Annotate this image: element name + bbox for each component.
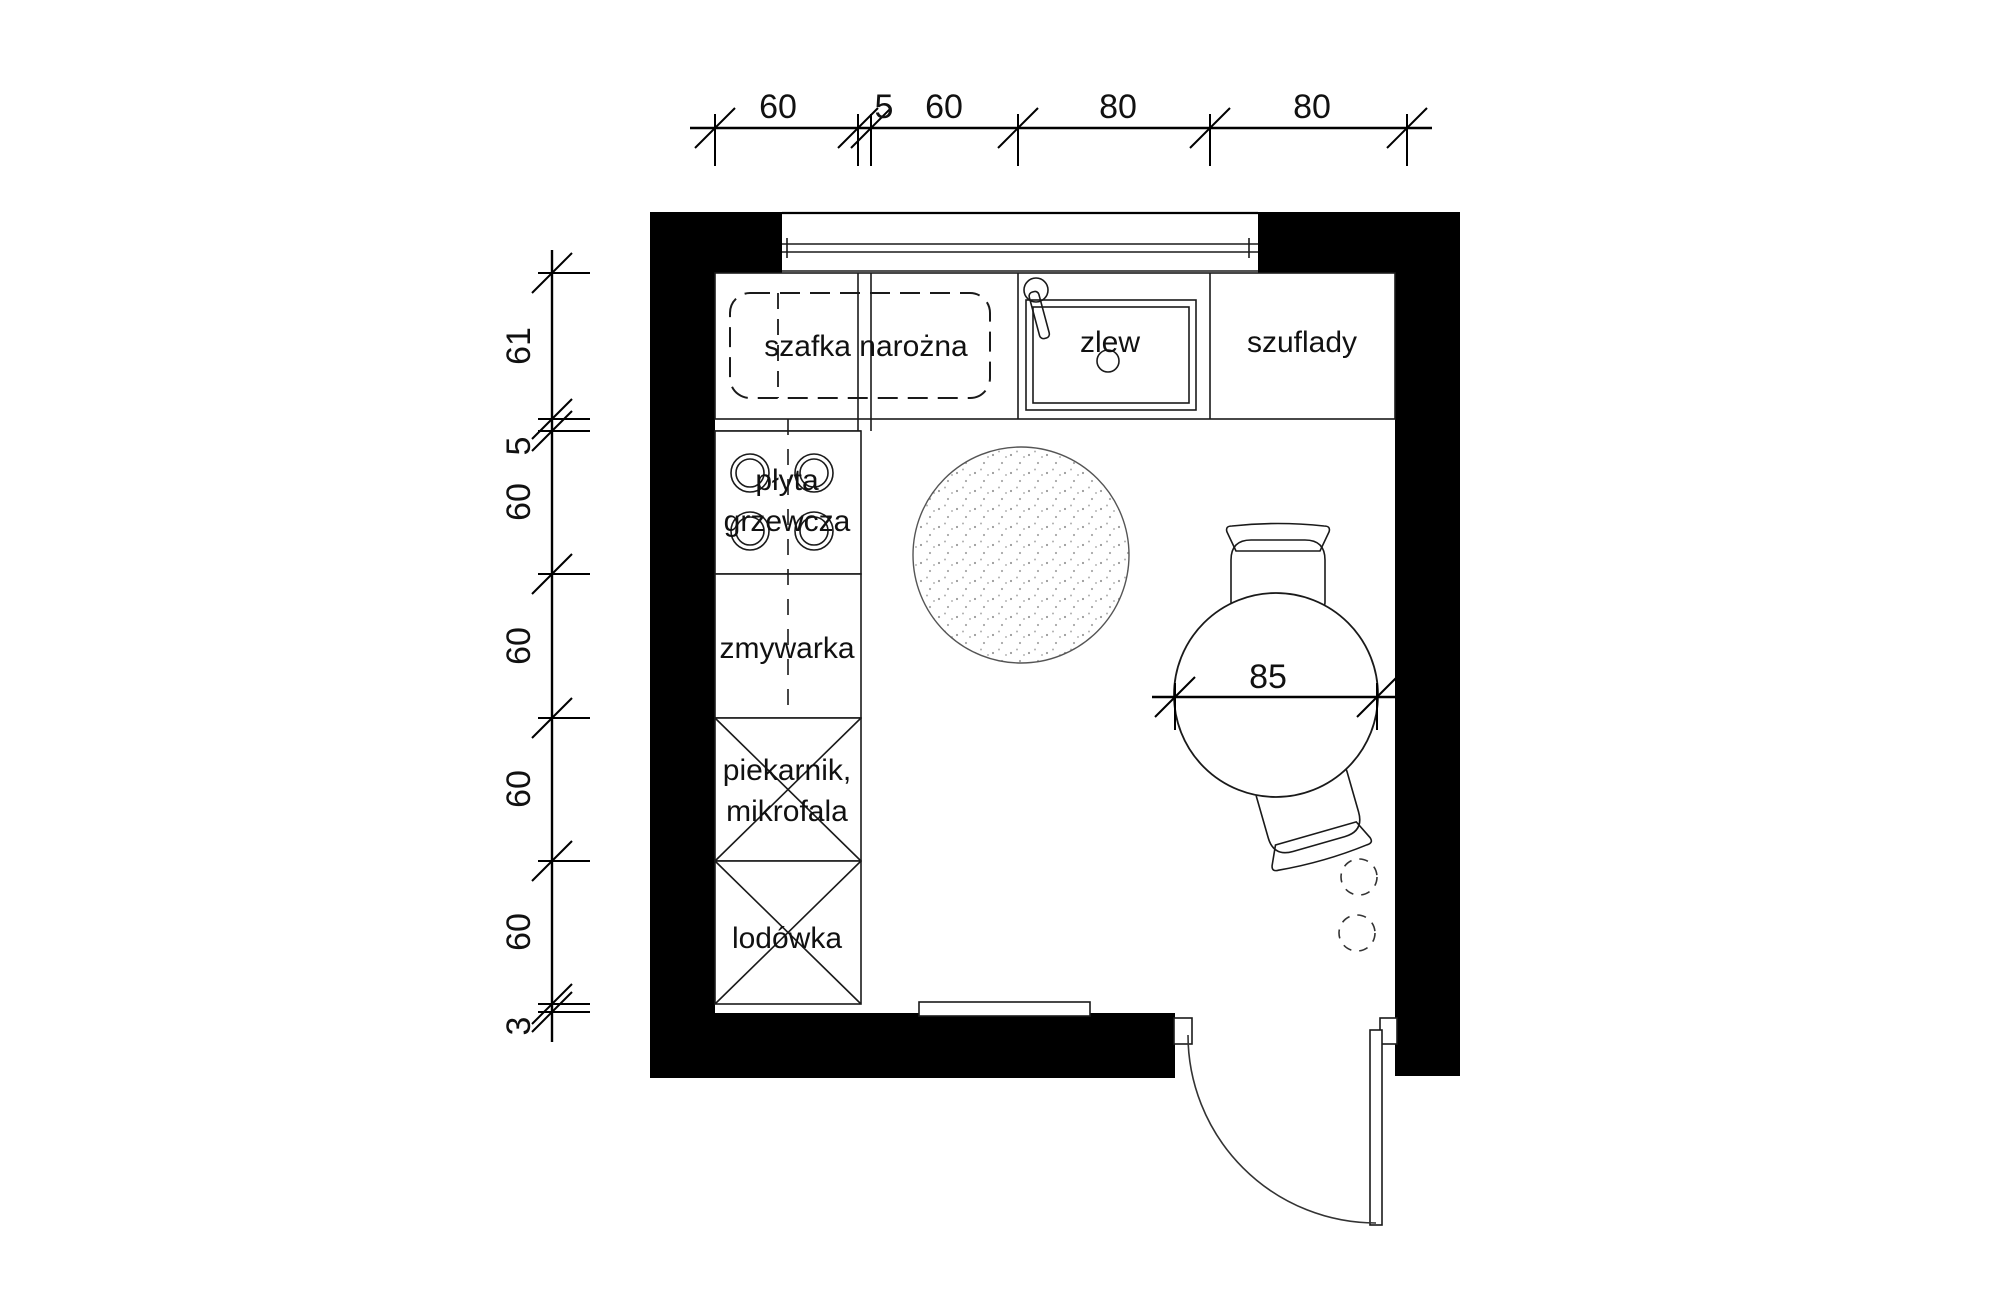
- wall-top-left-block: [650, 212, 782, 273]
- dim-label-top-1: 60: [759, 88, 797, 126]
- dishwasher-label: zmywarka: [719, 632, 854, 665]
- rug: [912, 446, 1130, 664]
- dim-table: 85: [1152, 658, 1398, 730]
- wall-right: [1395, 212, 1460, 1076]
- hob-label-line1: płyta: [755, 464, 819, 497]
- fridge-cross-line: [714, 860, 862, 1005]
- dim-label-table: 85: [1249, 658, 1287, 696]
- dim-tick: [531, 697, 590, 739]
- door-swing-arc: [1187, 1034, 1377, 1224]
- stool-dashed-circle: [1340, 858, 1378, 896]
- hob-burner-icon: [735, 516, 765, 546]
- corner-cabinet-label: szafka narożna: [764, 330, 968, 363]
- hob-burner-icon: [735, 458, 765, 488]
- wall-bottom: [650, 1013, 1175, 1078]
- door: [1173, 1017, 1398, 1226]
- dim-line-top: 60 5 60 80 80: [690, 88, 1432, 166]
- dim-tick: [1356, 676, 1398, 730]
- stool-dashed-circle: [1338, 914, 1376, 952]
- sink-outline: [1025, 299, 1197, 411]
- drawers-label: szuflady: [1247, 326, 1357, 359]
- dim-label-left-1: 61: [500, 327, 538, 365]
- door-leaf: [1369, 1029, 1383, 1226]
- sink-label: zlew: [1080, 326, 1140, 359]
- dim-tick: [694, 107, 736, 166]
- dim-tick: [531, 553, 590, 595]
- dim-label-left-7: 3: [500, 1017, 538, 1036]
- fridge-label: lodówka: [732, 922, 842, 955]
- hob-burner-icon: [799, 516, 829, 546]
- faucet-icon: [1023, 277, 1049, 303]
- faucet-lever-icon: [1028, 290, 1051, 340]
- dim-tick: [531, 252, 590, 294]
- dim-label-top-4: 80: [1099, 88, 1137, 126]
- window: [782, 211, 1258, 272]
- oven-label-line2: mikrofala: [726, 795, 848, 828]
- dim-tick: [531, 840, 590, 882]
- dim-tick: [1386, 107, 1428, 166]
- chair-back: [1225, 522, 1331, 552]
- chair-back: [1271, 820, 1373, 872]
- hob-burner-icon: [730, 511, 770, 551]
- hob-burner-icon: [794, 453, 834, 493]
- oven-label-line1: piekarnik,: [723, 754, 851, 787]
- dim-label-top-2: 5: [875, 88, 894, 126]
- dim-label-top-3: 60: [925, 88, 963, 126]
- dim-label-top-5: 80: [1293, 88, 1331, 126]
- dim-line-left: 61 5 60 60 60 60 3: [500, 250, 590, 1042]
- dim-tick: [1189, 107, 1231, 166]
- hob-burner-icon: [794, 511, 834, 551]
- dim-label-left-6: 60: [500, 913, 538, 951]
- dim-label-left-3: 60: [500, 483, 538, 521]
- counter-row: szafka narożna zlew szuflady: [714, 272, 1396, 432]
- drain-icon: [1096, 349, 1120, 373]
- appliance-column: płyta grzewcza zmywarka piekarnik, mikro…: [714, 419, 862, 1005]
- walls: [650, 212, 1460, 1078]
- hob-burner-icon: [799, 458, 829, 488]
- radiator: [918, 1001, 1091, 1017]
- door-jamb-left: [1173, 1017, 1193, 1045]
- dim-label-left-5: 60: [500, 770, 538, 808]
- dim-tick: [531, 983, 590, 1033]
- oven-cross-line: [714, 717, 862, 862]
- dim-tick: [997, 107, 1039, 166]
- wall-left: [650, 212, 715, 1078]
- dim-label-left-4: 60: [500, 627, 538, 665]
- dim-tick: [837, 107, 892, 166]
- hob-label-line2: grzewcza: [724, 505, 851, 538]
- dim-tick: [531, 398, 590, 452]
- sink-basin: [1032, 306, 1190, 404]
- corner-cabinet-box: [729, 292, 991, 399]
- hob-burner-icon: [730, 453, 770, 493]
- dim-label-left-2: 5: [500, 437, 538, 456]
- dim-tick: [1154, 676, 1196, 730]
- hob-burners: [730, 453, 834, 551]
- sink: zlew: [1023, 277, 1197, 411]
